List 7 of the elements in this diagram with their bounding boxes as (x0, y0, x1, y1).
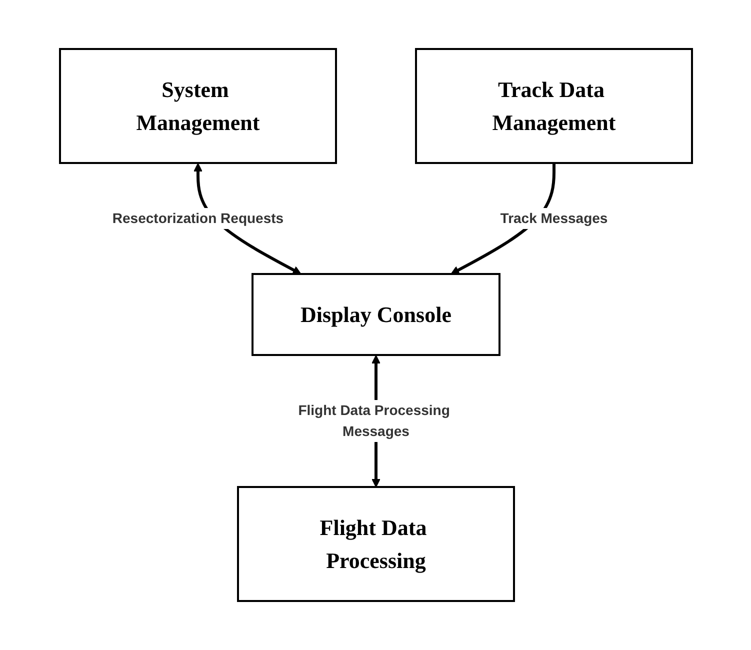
node-box: Flight Data Processing (236, 486, 514, 602)
node-box: System Management (58, 48, 336, 164)
edge-label: Flight Data Processing Messages (298, 402, 450, 439)
node-box: Track Data Management (414, 48, 692, 164)
node-box: Display Console (251, 273, 500, 356)
edge-label: Resectorization Requests (112, 210, 284, 226)
edge-label: Track Messages (500, 210, 608, 226)
